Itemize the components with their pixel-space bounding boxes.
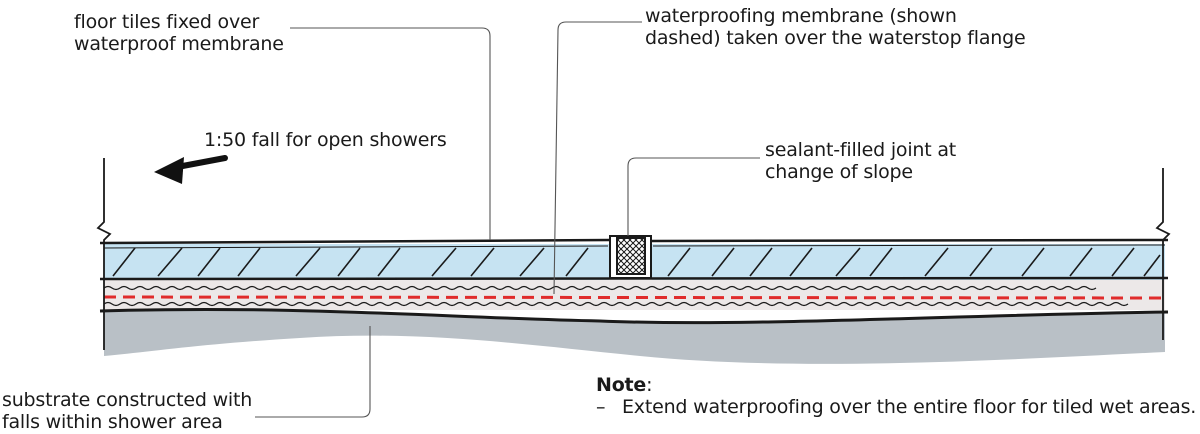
- adhesive-wave-top: [103, 285, 1097, 291]
- label-sealant-joint-line2: change of slope: [765, 161, 913, 183]
- tile-inner-line-left: [103, 245, 609, 249]
- waterproofing-membrane-dashed: [103, 295, 1166, 300]
- substrate: [104, 310, 1165, 364]
- label-sealant-joint: sealant-filled joint at change of slope: [765, 139, 956, 183]
- leader-membrane: [553, 21, 642, 295]
- break-line-right: [1155, 168, 1171, 340]
- label-floor-tiles-line2: waterproof membrane: [74, 33, 284, 55]
- tile-inner-line-right: [652, 244, 1166, 247]
- tile-top-edge-right: [650, 238, 1169, 243]
- note-dash: –: [596, 396, 606, 418]
- note-text: Extend waterproofing over the entire flo…: [622, 396, 1197, 418]
- note-item: –Extend waterproofing over the entire fl…: [596, 396, 1196, 418]
- fall-arrow-icon: [154, 155, 228, 184]
- label-sealant-joint-line1: sealant-filled joint at: [765, 139, 957, 161]
- tile-hatching-left: [112, 247, 589, 277]
- bedding-layer: [104, 280, 1165, 310]
- adhesive-wave-bottom: [103, 301, 1129, 307]
- leader-tiles: [290, 27, 491, 240]
- tile-hatching-right: [667, 247, 1161, 277]
- label-waterproofing-membrane: waterproofing membrane (shown dashed) ta…: [645, 5, 1026, 49]
- label-floor-tiles: floor tiles fixed over waterproof membra…: [74, 11, 284, 55]
- label-substrate: substrate constructed with falls within …: [2, 389, 252, 433]
- sealant-joint: [609, 235, 652, 279]
- note-colon: :: [646, 374, 653, 396]
- tile-top-edge-left: [99, 238, 611, 245]
- label-fall: 1:50 fall for open showers: [204, 129, 447, 151]
- break-line-left: [96, 158, 112, 350]
- leader-substrate: [255, 326, 371, 418]
- label-waterproofing-membrane-line1: waterproofing membrane (shown: [645, 5, 957, 27]
- substrate-top-edge: [99, 307, 1169, 325]
- label-substrate-line1: substrate constructed with: [2, 389, 253, 411]
- note-heading-line: Note:: [596, 374, 1196, 396]
- label-floor-tiles-line1: floor tiles fixed over: [74, 11, 260, 33]
- leader-sealant: [627, 157, 760, 236]
- tile-layer-right: [652, 244, 1165, 280]
- note-heading: Note: [596, 374, 647, 396]
- label-waterproofing-membrane-line2: dashed) taken over the waterstop flange: [645, 27, 1026, 49]
- note-block: Note: –Extend waterproofing over the ent…: [596, 374, 1196, 418]
- tile-layer-left: [104, 244, 609, 280]
- label-substrate-line2: falls within shower area: [2, 411, 223, 433]
